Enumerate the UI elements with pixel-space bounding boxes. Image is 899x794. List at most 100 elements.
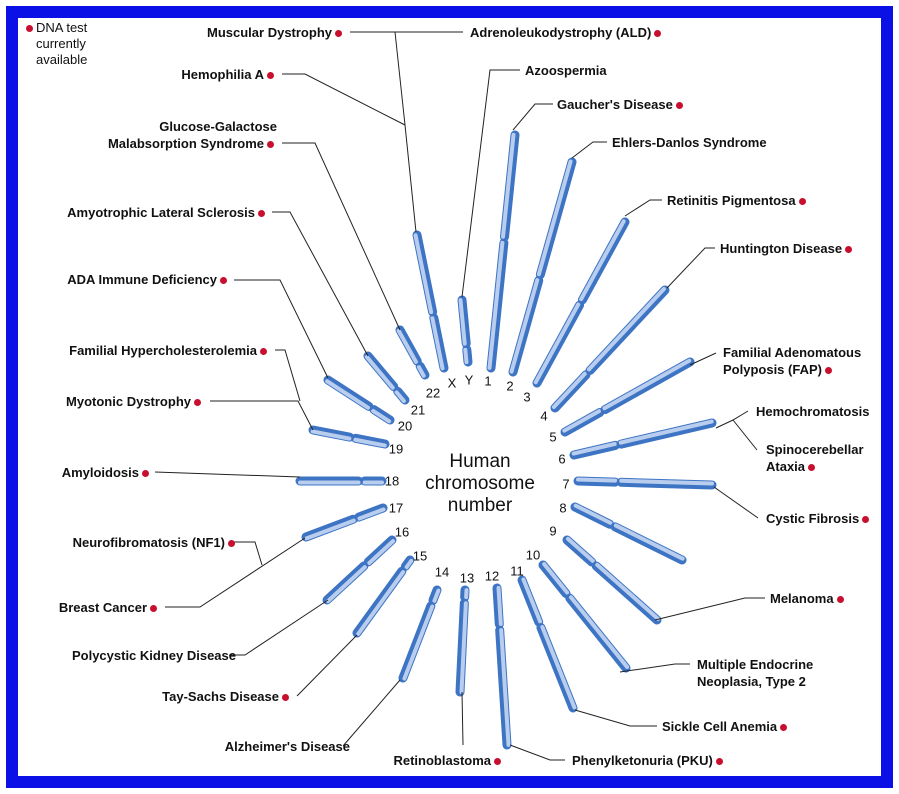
disease-name: ADA Immune Deficiency [67, 272, 217, 287]
leader-line [689, 352, 717, 366]
disease-label: Polycystic Kidney Disease [72, 647, 236, 664]
disease-label: Adrenoleukodystrophy (ALD) [470, 24, 664, 41]
chromosome-number-label: 7 [562, 476, 570, 492]
chromosome-number-label: 15 [412, 548, 428, 564]
disease-name: Hemophilia A [181, 67, 264, 82]
leader-line [229, 599, 329, 656]
disease-name: Retinitis Pigmentosa [667, 193, 796, 208]
disease-label: Sickle Cell Anemia [662, 718, 790, 735]
disease-name: Breast Cancer [58, 600, 147, 615]
disease-label: Breast Cancer [59, 599, 160, 616]
chromosome-number-label: 18 [384, 473, 400, 489]
dna-test-dot-icon [798, 198, 806, 206]
disease-label: Phenylketonuria (PKU) [572, 752, 726, 769]
chromosome-highlight [501, 132, 516, 239]
legend-line: currently [36, 36, 86, 51]
disease-name: Ehlers-Danlos Syndrome [612, 135, 767, 150]
chromosome-highlight [310, 429, 352, 441]
dna-test-dot-icon [824, 367, 832, 375]
chromosome-highlight [613, 523, 685, 561]
chromosome-highlight [573, 503, 613, 525]
chromosome-highlight [618, 419, 714, 445]
leader-line [654, 597, 765, 621]
dna-test-dot-icon [335, 30, 342, 38]
chromosome-highlight [542, 562, 570, 595]
dna-test-dot-icon [494, 758, 501, 766]
disease-name: Retinoblastoma [393, 753, 491, 768]
disease-label: Ehlers-Danlos Syndrome [612, 134, 767, 151]
dna-test-dot-icon [780, 724, 788, 732]
chromosome-highlight [394, 390, 406, 403]
leader-line [272, 211, 369, 357]
chromosome-highlight [540, 625, 577, 710]
chromosome-number-label: 14 [434, 564, 450, 580]
chromosome-highlight [326, 565, 367, 604]
disease-label: Retinoblastoma [393, 752, 504, 769]
chromosome-highlight [487, 240, 505, 370]
leader-line [296, 634, 358, 697]
chromosome-highlight [595, 562, 660, 621]
chromosome-highlight [459, 601, 468, 695]
leader-line [512, 103, 553, 131]
leader-line [571, 141, 607, 159]
disease-name: Adrenoleukodystrophy (ALD) [470, 25, 652, 40]
chromosome-highlight [325, 379, 371, 410]
leader-line [234, 541, 263, 566]
disease-name: Sickle Cell Anemia [662, 719, 778, 734]
chromosome-number-label: 2 [506, 378, 514, 394]
disease-label: Myotonic Dystrophy [66, 393, 204, 410]
chromosome-highlight [463, 347, 469, 365]
center-title-line: chromosome [425, 473, 535, 494]
dna-test-dot-icon [282, 694, 289, 702]
disease-name: Melanoma [770, 591, 834, 606]
leader-line [461, 69, 520, 298]
chromosome-highlight [536, 159, 573, 277]
chromosome-highlight [432, 588, 441, 603]
chromosome-number-label: 16 [394, 524, 410, 540]
leader-line [165, 537, 306, 608]
chromosome-highlight [367, 539, 396, 566]
blue-border [6, 6, 893, 788]
disease-label: Amyotrophic Lateral Sclerosis [67, 204, 268, 221]
disease-name: Huntington Disease [720, 241, 843, 256]
chromosome-highlight [402, 604, 435, 681]
chromosome-highlight [353, 437, 387, 448]
leader-line [154, 471, 301, 478]
disease-name: Tay-Sachs Disease [162, 689, 279, 704]
leader-line [574, 709, 657, 727]
leader-line [461, 691, 464, 746]
chromosome-number-label: Y [464, 372, 474, 388]
dna-test-dot-icon [267, 141, 274, 149]
chromosome-number-label: 5 [549, 429, 557, 445]
chromosome-highlight [576, 477, 618, 483]
chromosome-number-label: 20 [397, 418, 413, 434]
leader-line [282, 142, 401, 331]
disease-name: Neurofibromatosis (NF1) [72, 535, 225, 550]
leader-line [732, 419, 758, 451]
dna-test-dot-icon [654, 30, 662, 38]
chromosome-number-label: 17 [388, 500, 404, 516]
disease-label: Neurofibromatosis (NF1) [73, 534, 238, 551]
disease-name: Hemochromatosis [756, 404, 870, 419]
disease-label: Hemophilia A [181, 66, 277, 83]
legend-line: DNA test [36, 20, 88, 35]
chromosome-highlight [430, 316, 445, 371]
chromosome-highlight [579, 219, 626, 302]
chromosome-number-label: X [447, 375, 457, 391]
chromosome-highlight [458, 298, 467, 346]
chromosome-highlight [357, 507, 386, 521]
chromosome-highlight [396, 328, 418, 364]
disease-label: Tay-Sachs Disease [162, 688, 292, 705]
disease-label: Amyloidosis [62, 464, 152, 481]
dna-test-dot-icon [836, 596, 844, 604]
chromosome-highlight [562, 409, 602, 433]
chromosome-number-label: 13 [459, 570, 475, 586]
disease-name: Polycystic Kidney Disease [71, 648, 236, 663]
dna-test-dot-icon [808, 464, 816, 472]
disease-label: Retinitis Pigmentosa [667, 192, 809, 209]
